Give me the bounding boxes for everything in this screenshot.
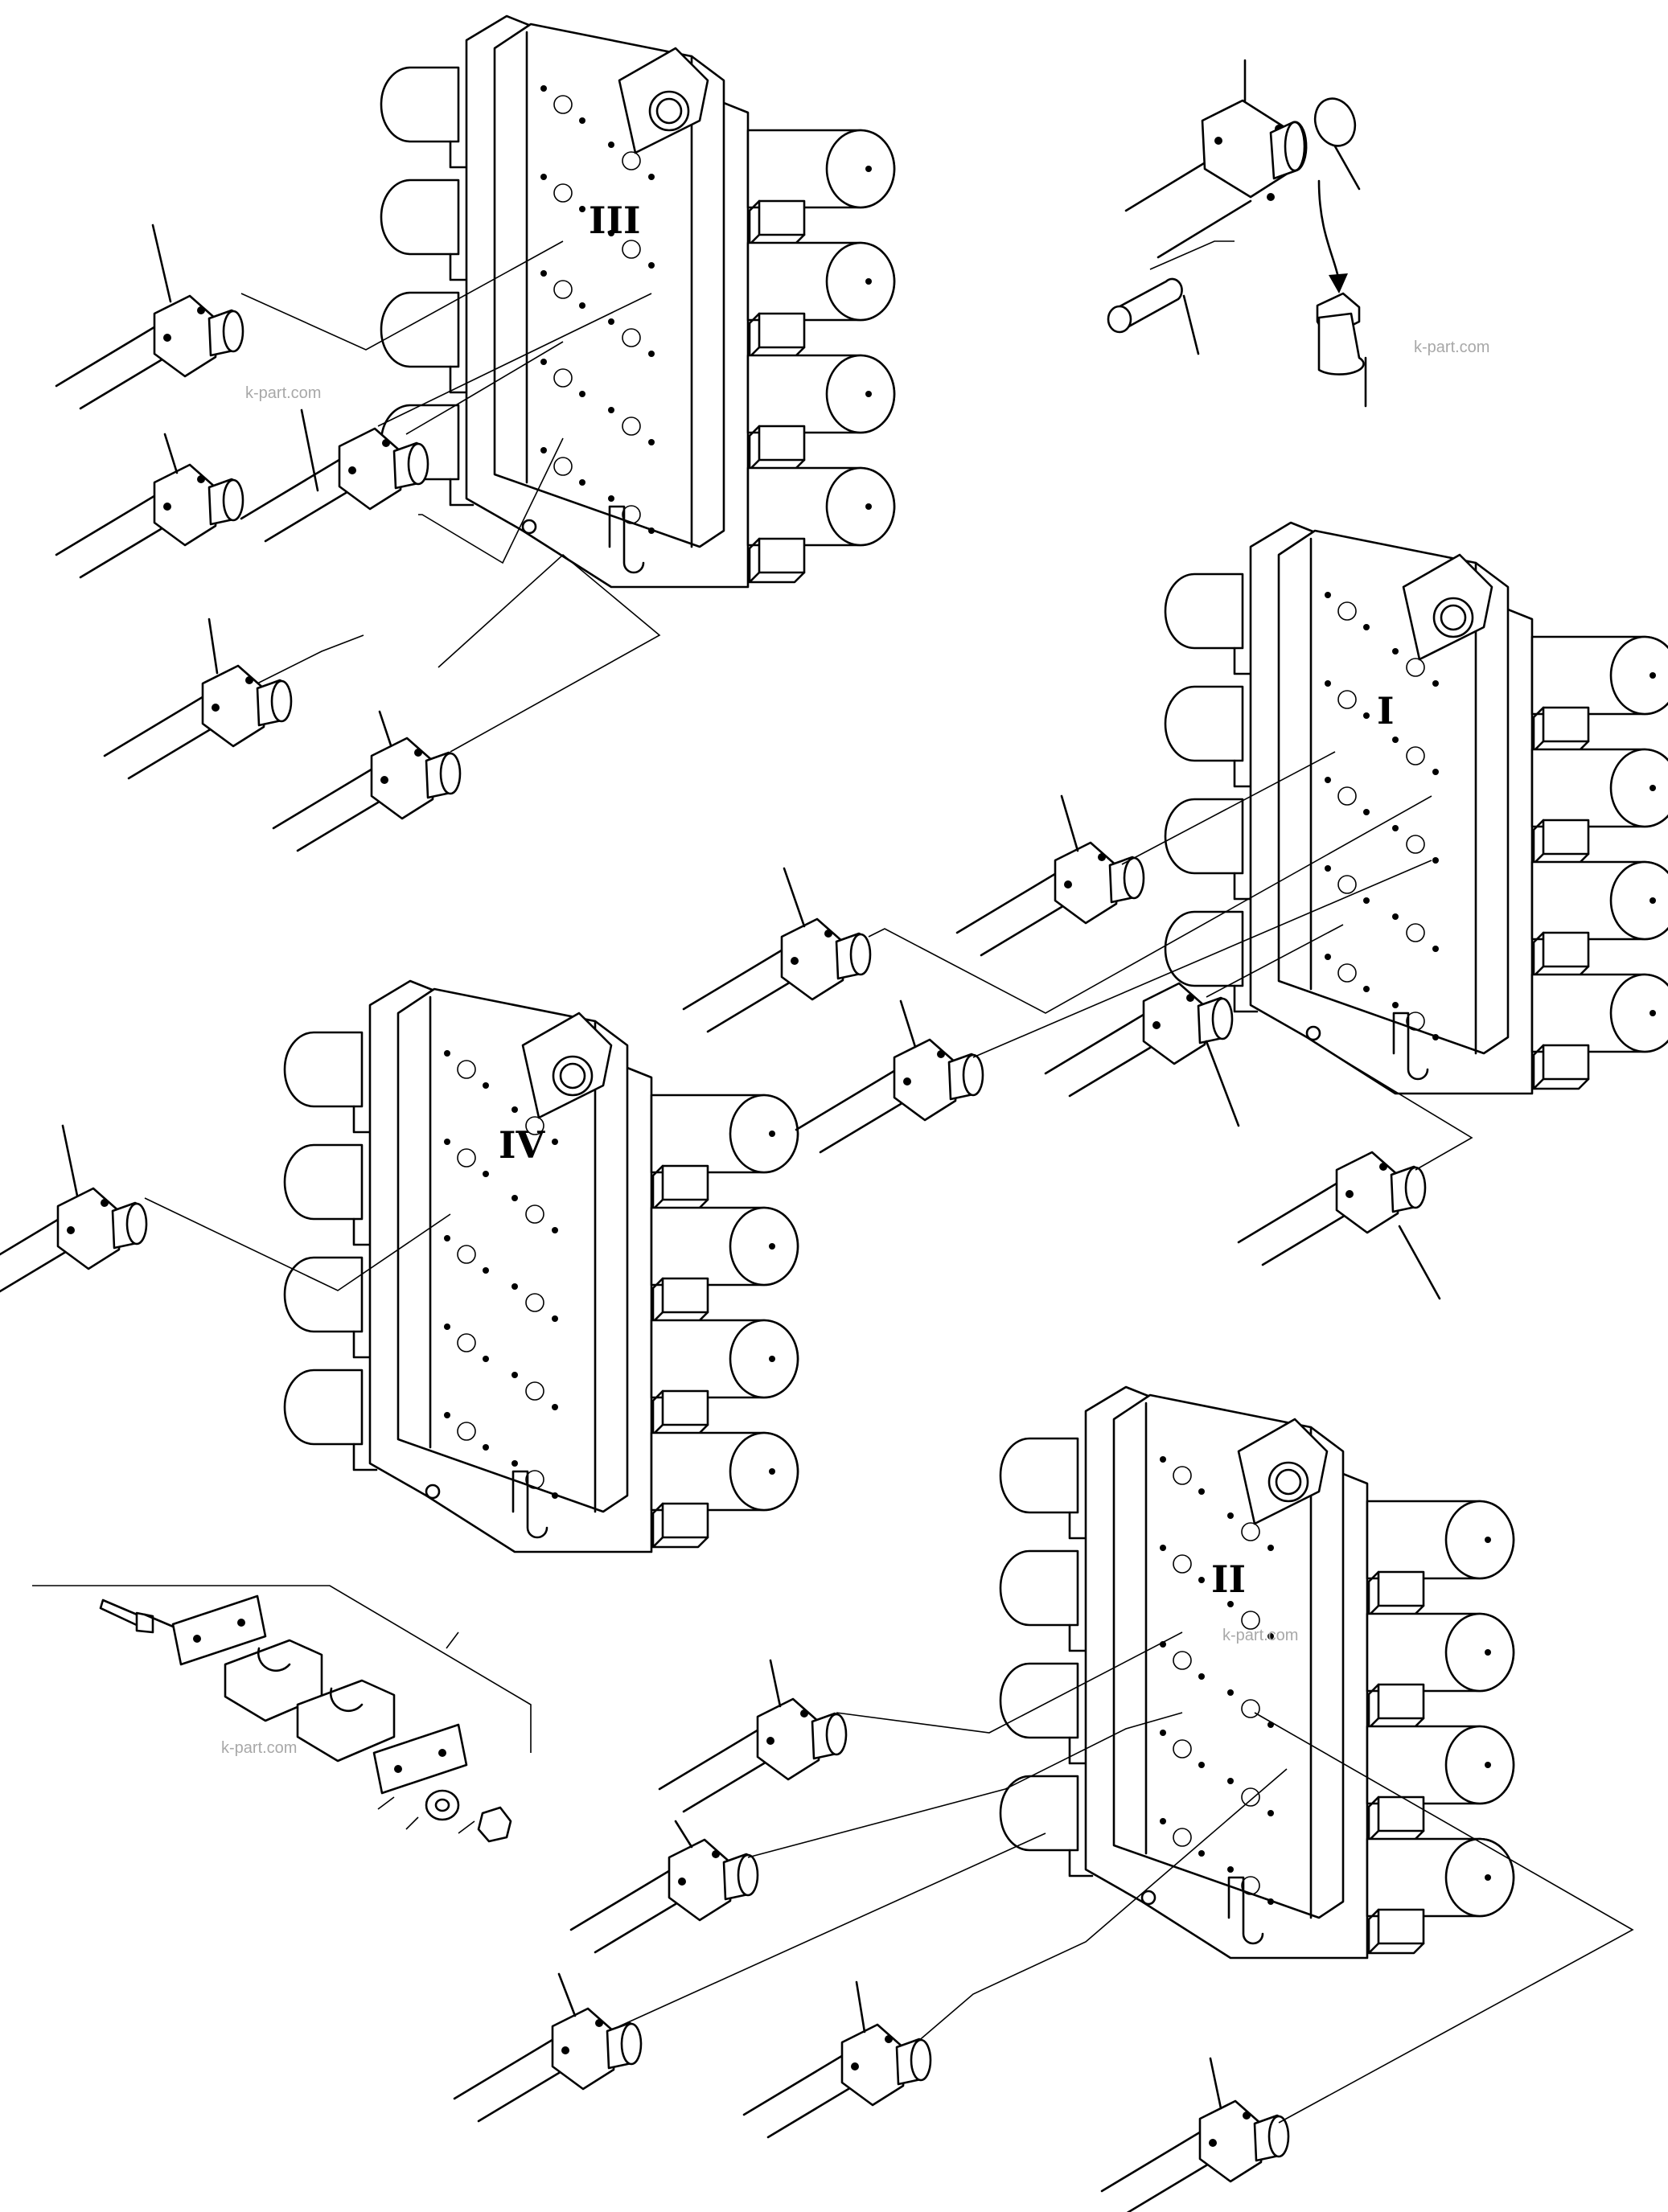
pipe-fitting (55, 224, 244, 410)
pipe-fitting (569, 1820, 759, 1954)
pipe-fitting (1100, 2057, 1290, 2212)
pipe-fitting (272, 710, 462, 852)
pipe-fitting (955, 794, 1145, 957)
valve-label-iv: IV (499, 1123, 546, 1167)
svg-text:k-part.com: k-part.com (221, 1739, 297, 1757)
pipe-fitting (0, 1124, 148, 1303)
valve-block-iv: IV (285, 981, 798, 1552)
valve-label-i: I (1377, 689, 1395, 733)
valve-label-ii: II (1211, 1557, 1246, 1601)
pipe-fitting (795, 999, 984, 1154)
pipe-fitting (1237, 1151, 1441, 1300)
pipe-fitting (1044, 982, 1240, 1127)
pipe-fitting (742, 1980, 932, 2139)
valve-label-iii: III (589, 199, 641, 242)
leader-lines (144, 240, 1634, 2124)
watermark: k-part.com k-part.com k-part.com k-part.… (221, 339, 1489, 1757)
pipe-fitting (240, 408, 429, 543)
valve-block-iii: III (381, 16, 894, 587)
svg-text:k-part.com: k-part.com (245, 384, 321, 402)
pipe-fitting (103, 618, 293, 780)
valve-block-i: I (1165, 523, 1668, 1094)
svg-text:k-part.com: k-part.com (1222, 1627, 1298, 1644)
pipe-fitting (658, 1659, 848, 1813)
clamp-assembly-detail (32, 1585, 532, 1843)
detail-fitting-exploded (1107, 59, 1367, 408)
pipe-fitting (55, 433, 244, 579)
svg-text:k-part.com: k-part.com (1414, 339, 1489, 356)
valve-block-ii: II (1000, 1387, 1514, 1958)
pipe-fitting (682, 867, 872, 1033)
pipe-fitting (453, 1972, 643, 2123)
